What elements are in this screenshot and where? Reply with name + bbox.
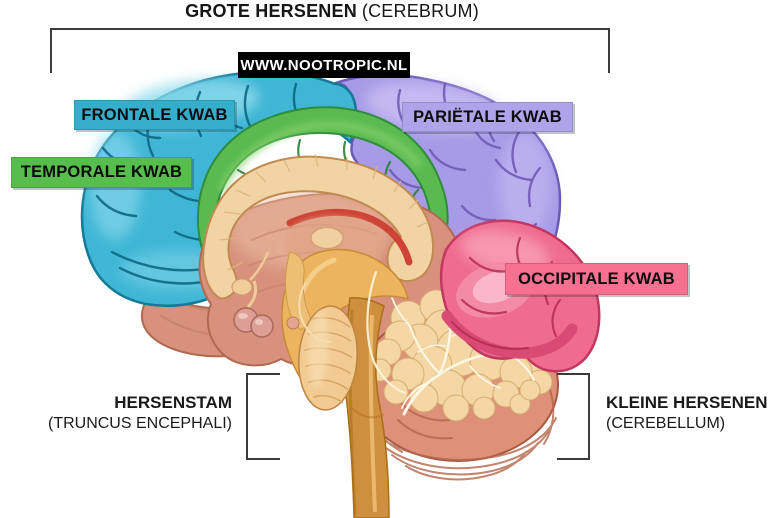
label-temporale-kwab: TEMPORALE KWAB	[11, 157, 192, 188]
watermark-label: WWW.NOOTROPIC.NL	[238, 52, 410, 78]
page-title-bold: GROTE HERSENEN	[185, 1, 357, 21]
cerebellum-bracket	[557, 373, 590, 460]
label-occipitale-kwab: OCCIPITALE KWAB	[505, 263, 688, 295]
fourth-ventricle-line	[298, 270, 407, 395]
caption-cerebellum-subtitle: (CEREBELLUM)	[606, 415, 726, 432]
pons	[298, 305, 358, 411]
caption-brainstem-subtitle: (TRUNCUS ENCEPHALI)	[47, 415, 232, 432]
red-arc	[286, 208, 413, 266]
label-frontale-kwab: FRONTALE KWAB	[74, 100, 235, 130]
occipital-lobe	[440, 219, 601, 373]
brainstem-bracket	[246, 373, 280, 460]
caption-cerebellum-title: KLEINE HERSENEN	[606, 393, 768, 412]
cerebrum-bracket	[50, 28, 610, 73]
caption-cerebellum: KLEINE HERSENEN (CEREBELLUM)	[606, 392, 768, 434]
pituitary-gland	[231, 251, 300, 338]
page-title: GROTE HERSENEN(CEREBRUM)	[92, 1, 572, 22]
label-parietale-kwab: PARIËTALE KWAB	[402, 102, 573, 132]
page-title-regular: (CEREBRUM)	[361, 1, 479, 21]
caption-brainstem-title: HERSENSTAM	[114, 393, 232, 412]
caption-brainstem: HERSENSTAM (TRUNCUS ENCEPHALI)	[0, 392, 232, 434]
